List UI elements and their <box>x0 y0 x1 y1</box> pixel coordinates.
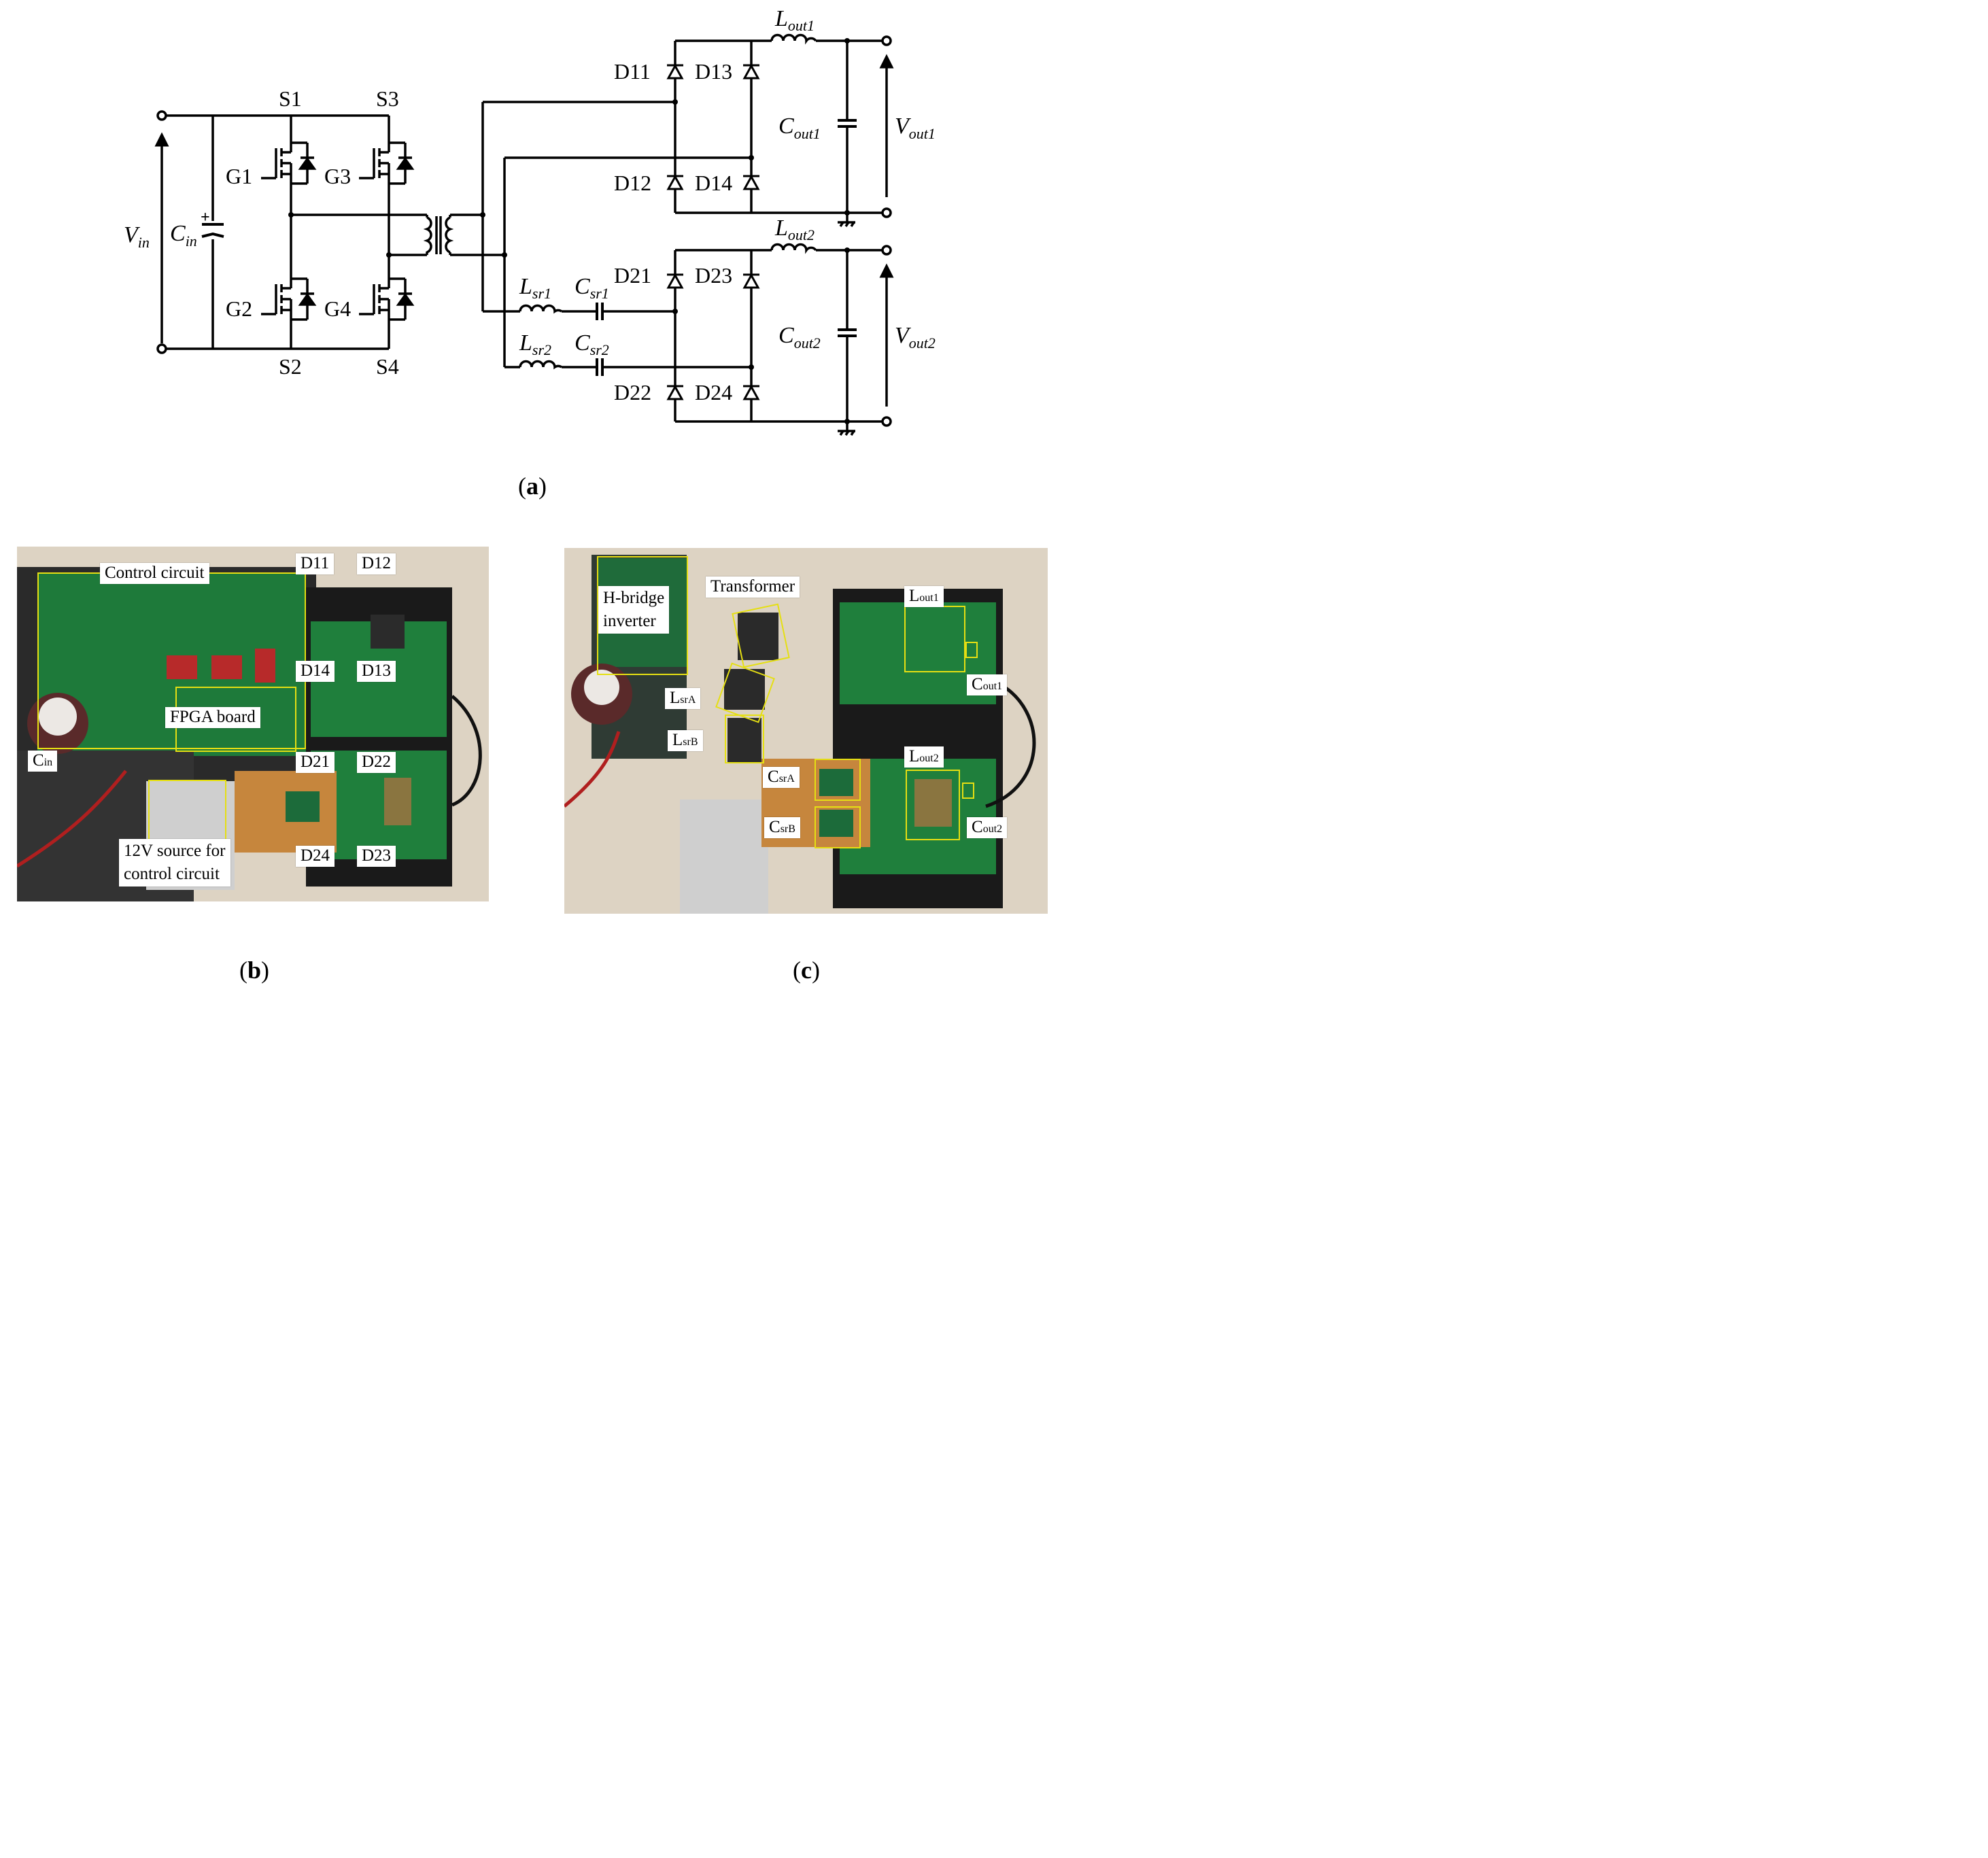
lout2-label: Lout2 <box>774 216 815 243</box>
cout1-label: Cout1 <box>778 114 821 142</box>
transformer-label: Transformer <box>706 577 800 598</box>
d23-photo-label: D23 <box>357 846 396 867</box>
mosfet-s1 <box>261 141 317 185</box>
d14-photo-label: D14 <box>296 661 335 682</box>
lout1-inductor <box>770 33 817 45</box>
hbridge-label-line2: inverter <box>603 611 656 630</box>
d21-photo-label: D21 <box>296 752 335 773</box>
diode-d24 <box>742 384 760 400</box>
lsr2-inductor <box>519 360 563 370</box>
csr1-label: Csr1 <box>575 274 609 302</box>
d12-photo-label: D12 <box>357 553 396 574</box>
caption-a: (a) <box>518 472 547 500</box>
hbridge-label: H-bridge inverter <box>598 586 670 634</box>
photo-c-scene <box>564 548 1048 914</box>
d24-photo-label: D24 <box>296 846 335 867</box>
d24-label: D24 <box>695 380 732 405</box>
fpga-board-label: FPGA board <box>165 707 260 728</box>
d23-label: D23 <box>695 263 732 288</box>
mosfet-s2 <box>261 277 317 321</box>
lout1-box <box>904 606 965 672</box>
lsra-photo-label: LsrA <box>665 688 701 709</box>
d13-photo-label: D13 <box>357 661 396 682</box>
vout2-top-terminal <box>881 245 892 256</box>
vin-bottom-terminal <box>156 343 167 354</box>
diode-d14 <box>742 174 760 190</box>
vout1-bottom-terminal <box>881 207 892 218</box>
d11-photo-label: D11 <box>296 553 335 574</box>
d22-label: D22 <box>614 380 651 405</box>
caption-c: (c) <box>793 957 820 984</box>
d12-label: D12 <box>614 171 651 195</box>
cin-photo-label: Cin <box>28 751 58 772</box>
s1-label: S1 <box>279 86 302 111</box>
mosfet-s4 <box>359 277 415 321</box>
photo-c: H-bridge inverter Transformer Lout1 Cout… <box>564 548 1048 914</box>
vout2-label: Vout2 <box>895 323 936 351</box>
diode-d12 <box>666 174 684 190</box>
csrb-box <box>815 806 861 848</box>
s2-label: S2 <box>279 354 302 379</box>
d22-photo-label: D22 <box>357 752 396 773</box>
cin-label: Cin <box>170 221 197 250</box>
source-label-line1: 12V source for <box>124 842 226 860</box>
lout1-photo-label: Lout1 <box>904 586 944 607</box>
lsrb-photo-label: LsrB <box>668 730 703 751</box>
cout2-label: Cout2 <box>778 323 821 351</box>
cout1-photo-label: Cout1 <box>967 674 1008 695</box>
cout2-photo-label: Cout2 <box>967 817 1008 838</box>
lsr1-label: Lsr1 <box>519 274 551 302</box>
g2-label: G2 <box>226 296 252 321</box>
d14-label: D14 <box>695 171 732 195</box>
cout2-box <box>962 782 974 799</box>
csra-box <box>815 759 861 801</box>
d21-label: D21 <box>614 263 651 288</box>
cin-plus-sign: + <box>201 209 210 226</box>
photo-b: Control circuit FPGA board 12V source fo… <box>17 547 489 901</box>
lout2-inductor <box>770 243 817 254</box>
diode-d11 <box>666 63 684 80</box>
lsr2-label: Lsr2 <box>519 330 551 358</box>
vout1-top-terminal <box>881 35 892 46</box>
csra-photo-label: CsrA <box>763 767 800 788</box>
lsr1-inductor <box>519 304 563 314</box>
g3-label: G3 <box>324 164 351 188</box>
caption-b: (b) <box>239 957 270 984</box>
diode-d21 <box>666 273 684 289</box>
g4-label: G4 <box>324 296 351 321</box>
diode-d23 <box>742 273 760 289</box>
diode-d13 <box>742 63 760 80</box>
hbridge-label-line1: H-bridge <box>603 589 665 607</box>
s4-label: S4 <box>376 354 399 379</box>
vout2-bottom-terminal <box>881 416 892 427</box>
d13-label: D13 <box>695 59 732 84</box>
lsrb-box <box>725 715 764 763</box>
control-circuit-label: Control circuit <box>100 563 209 584</box>
vin-top-terminal <box>156 110 167 121</box>
cout1-box <box>965 642 978 658</box>
csr2-label: Csr2 <box>575 330 609 358</box>
diode-d22 <box>666 384 684 400</box>
circuit-schematic: + S1 S3 S2 S4 G1 G3 G2 G4 D11 D13 D12 D1… <box>124 6 936 436</box>
source-label: 12V source for control circuit <box>119 839 230 887</box>
source-box <box>148 780 226 848</box>
s3-label: S3 <box>376 86 399 111</box>
photo-b-scene <box>17 547 489 901</box>
hbridge-box <box>597 556 688 675</box>
lout1-label: Lout1 <box>774 6 815 34</box>
transformer-primary <box>423 216 432 254</box>
mosfet-s3 <box>359 141 415 185</box>
vout1-label: Vout1 <box>895 114 936 142</box>
vin-label: Vin <box>124 222 150 251</box>
source-label-line2: control circuit <box>124 864 220 883</box>
csrb-photo-label: CsrB <box>764 817 800 838</box>
transformer-secondary <box>445 216 454 254</box>
d11-label: D11 <box>614 59 651 84</box>
lout2-box <box>906 770 960 840</box>
g1-label: G1 <box>226 164 252 188</box>
lout2-photo-label: Lout2 <box>904 746 944 768</box>
